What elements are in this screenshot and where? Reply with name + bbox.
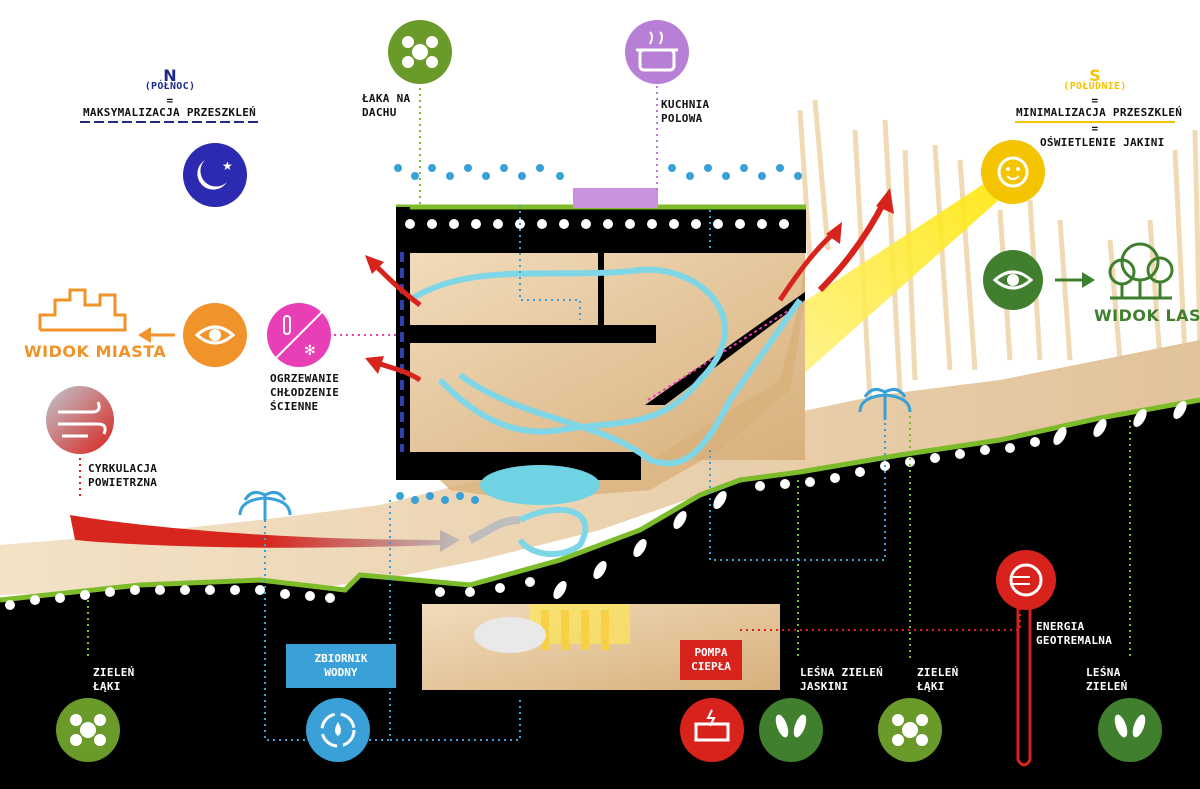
cooking-pot-icon: [625, 20, 689, 84]
ground-flowers: [5, 437, 1040, 610]
label-lesna-jaskini-1: LEŚNA ZIELEŃ: [800, 666, 884, 679]
water-cycle-icon: [306, 698, 370, 762]
label-lesna-zielen-2: ZIELEŃ: [1086, 680, 1128, 693]
pool: [480, 465, 600, 505]
air-flow-cyan: [408, 266, 728, 435]
rain-drops: [394, 164, 802, 504]
label-kuchnia-1: KUCHNIA: [661, 98, 710, 111]
wind-arrow: [70, 515, 460, 552]
north-text: MAKSYMALIZACJA PRZESZKLEŃ: [83, 106, 257, 119]
thermometer-snowflake-icon: ✻: [267, 303, 331, 367]
south-name: (POŁUDNIE): [1063, 81, 1127, 92]
label-zielen-laki-right-1: ZIELEŃ: [917, 666, 959, 679]
south-text-2: OŚWIETLENIE JAKINI: [1040, 136, 1165, 149]
moon-stars-icon: ★: [183, 143, 247, 207]
roof-flowers: [405, 219, 789, 229]
ground: [0, 400, 1200, 789]
leaf-icon-forest: [1098, 698, 1162, 762]
wind-icon: [46, 386, 114, 454]
fountain-right: [858, 387, 912, 420]
eye-icon-city: [183, 303, 247, 367]
south-equals-2: =: [1091, 122, 1099, 135]
label-zielen-laki-left-2: ŁĄKI: [93, 680, 121, 693]
label-zielen-laki-left-1: ZIELEŃ: [93, 666, 135, 679]
forest-view-title: WIDOK LASU: [1094, 306, 1200, 325]
label-ogrzewanie-3: ŚCIENNE: [270, 400, 319, 413]
label-laka-dachu-2: DACHU: [362, 106, 397, 119]
fountain-left: [238, 490, 292, 520]
label-ogrzewanie-2: CHŁODZENIE: [270, 386, 340, 399]
label-energia-1: ENERGIA: [1036, 620, 1085, 633]
flower-icon-bottom-right: [878, 698, 942, 762]
label-ogrzewanie-1: OGRZEWANIE: [270, 372, 340, 385]
air-flow-red-right1: [777, 230, 837, 302]
eye-icon-forest: [983, 250, 1043, 310]
south-letter: S: [1089, 66, 1101, 85]
city-skyline-icon: [38, 288, 127, 332]
north-equals: =: [166, 94, 174, 107]
kitchen-block: [573, 188, 658, 208]
heat-pump-box: POMPA CIEPŁA: [680, 640, 742, 680]
heat-pump-icon: [680, 698, 744, 762]
ground-leaves: [553, 400, 1187, 600]
label-cyrkulacja-1: CYRKULACJA: [88, 462, 158, 475]
flower-icon: [388, 20, 452, 84]
label-lesna-jaskini-2: JASKINI: [800, 680, 849, 693]
flower-icon-bottom-left: [56, 698, 120, 762]
svg-text:✻: ✻: [304, 343, 316, 359]
ground-edge: [0, 397, 1200, 603]
leaf-icon-cave: [759, 698, 823, 762]
city-view-title: WIDOK MIASTA: [24, 342, 167, 361]
north-name: (PÓŁNOC): [144, 81, 196, 92]
svg-text:★: ★: [222, 159, 233, 173]
south-equals-1: =: [1091, 94, 1099, 107]
label-kuchnia-2: POLOWA: [661, 112, 703, 125]
trees-icon: [1108, 242, 1174, 300]
air-flow-red-right2: [817, 198, 888, 293]
euro-icon: [996, 550, 1056, 610]
label-lesna-zielen-1: LEŚNA: [1086, 666, 1121, 679]
sun-icon: [981, 140, 1045, 204]
label-cyrkulacja-2: POWIETRZNA: [88, 476, 158, 489]
label-energia-2: GEOTREMALNA: [1036, 634, 1113, 647]
geothermal-loop: [1016, 600, 1032, 767]
roof-slab: [396, 207, 806, 253]
label-laka-dachu-1: ŁAKA NA: [362, 92, 411, 105]
water-tank-box: ZBIORNIK WODNY: [286, 644, 396, 688]
south-text-1: MINIMALIZACJA PRZESZKLEŃ: [1016, 106, 1183, 119]
label-zielen-laki-right-2: ŁĄKI: [917, 680, 945, 693]
north-letter: N: [163, 66, 177, 85]
